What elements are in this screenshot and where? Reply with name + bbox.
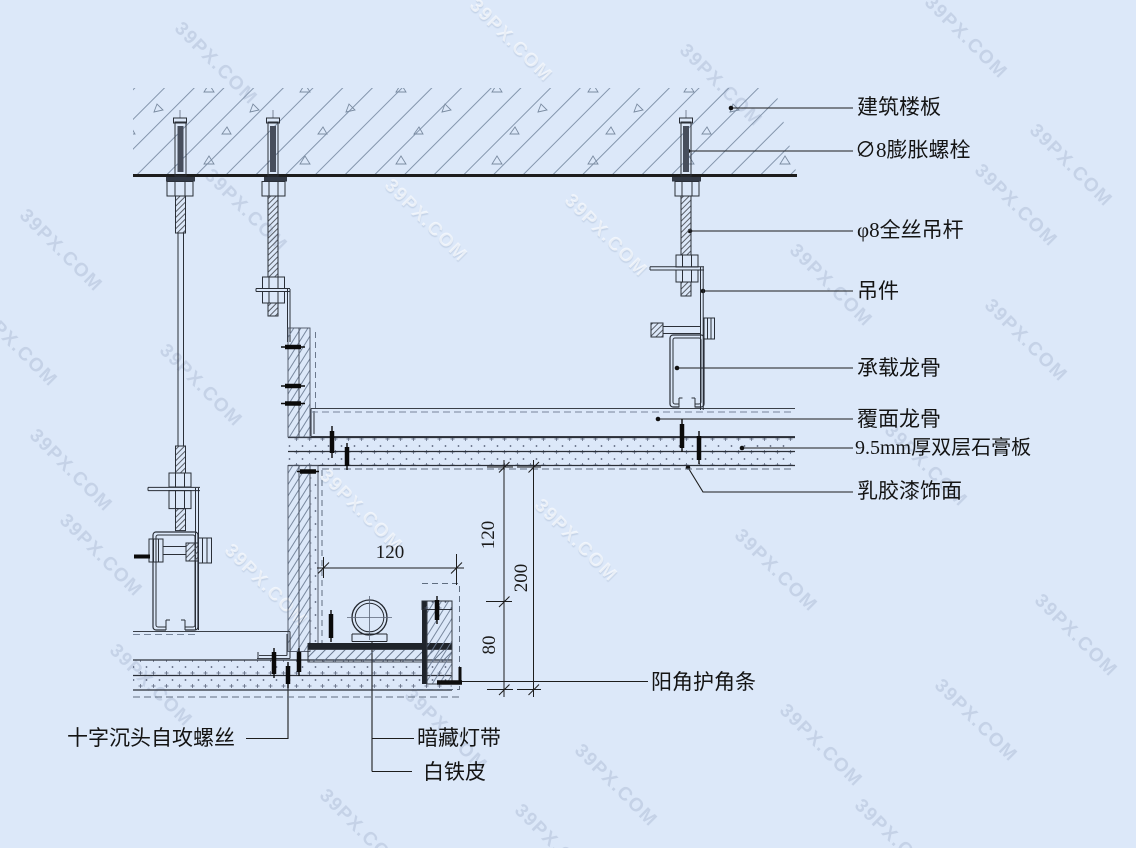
callout-expansion-bolt: ∅8膨胀螺栓 (855, 138, 971, 162)
callout-gypsum-board: 9.5mm厚双层石膏板 (855, 437, 1032, 459)
dim-trough-width: 120 (375, 542, 405, 563)
callout-building-slab: 建筑楼板 (857, 95, 941, 119)
callout-hanger: 吊件 (857, 279, 899, 303)
screws (134, 344, 702, 688)
building-slab-section (133, 88, 797, 177)
callout-carrier-runner: 承载龙骨 (857, 356, 941, 380)
dim-total-height: 200 (511, 563, 532, 593)
callout-concealed-light: 暗藏灯带 (417, 726, 501, 750)
callout-hanger-rod: φ8全丝吊杆 (857, 218, 964, 242)
left-hanger-assembly (147, 110, 212, 631)
vertical-board (287, 327, 323, 652)
callout-tin-sheet: 白铁皮 (423, 760, 486, 784)
right-hanger-assembly (649, 110, 715, 410)
concealed-lamp (347, 596, 392, 642)
callout-latex-paint: 乳胶漆饰面 (857, 479, 962, 503)
lower-left-ceiling (133, 630, 462, 698)
right-ceiling (288, 407, 795, 470)
callout-furring-runner: 覆面龙骨 (857, 407, 941, 431)
dim-upper-height: 120 (478, 520, 499, 550)
callout-self-tapping-screw: 十字沉头自攻螺丝 (67, 726, 235, 750)
callout-corner-bead: 阳角护角条 (651, 670, 756, 694)
dimension-lines (317, 460, 541, 697)
dim-lower-height: 80 (479, 635, 500, 655)
light-trough (307, 596, 453, 663)
